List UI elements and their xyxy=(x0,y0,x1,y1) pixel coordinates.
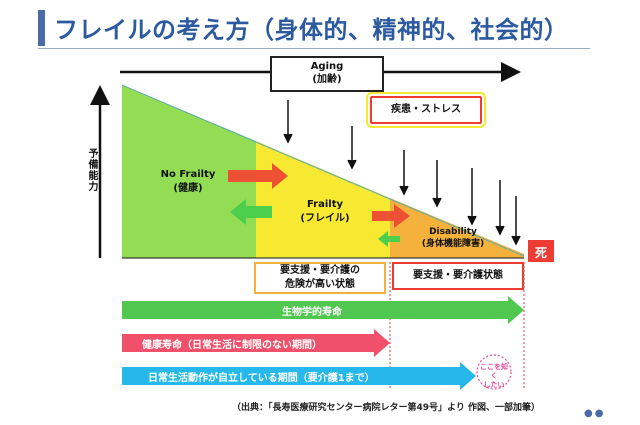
stressor-arrows xyxy=(283,100,521,246)
recovery-arrow-to-healthy xyxy=(230,199,272,225)
disability-en: Disability xyxy=(429,227,477,237)
callout-line1: ここを知く xyxy=(480,363,508,380)
frailty-en: Frailty xyxy=(306,199,344,210)
high-risk-line1: 要支援・要介護の xyxy=(280,265,360,276)
disability-label: Disability (身体機能障害) xyxy=(398,226,508,250)
aging-label-ja: (加齢) xyxy=(312,74,342,85)
disability-ja: (身体機能障害) xyxy=(421,239,485,249)
care-needed-label: 要支援・要介護状態 xyxy=(413,270,503,281)
reserve-capacity-label: 予備能力 xyxy=(86,148,97,192)
callout-text: ここを知く したい xyxy=(478,363,510,390)
callout-line2: したい xyxy=(483,381,505,389)
title-underline xyxy=(38,48,590,49)
death-box xyxy=(528,240,554,262)
frailty-label: Frailty (フレイル) xyxy=(290,198,360,226)
reserve-decline-line xyxy=(121,84,525,257)
recovery-arrow-to-frailty xyxy=(378,231,400,247)
page-title: フレイルの考え方（身体的、精神的、社会的） xyxy=(54,16,569,44)
no-frailty-label: No Frailty (健康) xyxy=(148,168,228,196)
aging-label-box: Aging (加齢) xyxy=(270,56,384,92)
stressor-box: 疾患・ストレス xyxy=(370,96,482,124)
slide-dots: ●● xyxy=(584,408,606,419)
no-frailty-ja: (健康) xyxy=(173,183,203,194)
source-citation: （出典：「長寿医療研究センター病院レター第49号」より 作図、一部加筆） xyxy=(232,403,540,413)
lifespan-adl-label: 日常生活動作が自立している期間（要介護1まで） xyxy=(148,373,375,384)
high-risk-line2: 危険が高い状態 xyxy=(285,279,355,290)
aging-label-en: Aging xyxy=(310,61,344,72)
frailty-region xyxy=(256,141,390,258)
high-risk-state-box: 要支援・要介護の 危険が高い状態 xyxy=(254,262,386,294)
lifespan-biological-arrow xyxy=(122,296,524,324)
lifespan-healthy-arrow xyxy=(122,329,390,357)
no-frailty-en: No Frailty xyxy=(160,169,216,180)
lifespan-adl-arrow xyxy=(122,362,476,390)
frailty-ja: (フレイル) xyxy=(300,213,350,224)
death-label: 死 xyxy=(534,246,547,260)
care-needed-state-box: 要支援・要介護状態 xyxy=(392,262,524,290)
progress-arrow-to-disability xyxy=(372,204,410,228)
lifespan-biological-label: 生物学的寿命 xyxy=(282,307,342,318)
lifespan-healthy-label: 健康寿命（日常生活に制限のない期間） xyxy=(142,340,322,351)
title-accent-bar xyxy=(38,10,45,46)
stressor-label: 疾患・ストレス xyxy=(391,104,461,115)
callout-circle xyxy=(476,354,512,390)
progress-arrow-to-frailty xyxy=(228,163,288,189)
